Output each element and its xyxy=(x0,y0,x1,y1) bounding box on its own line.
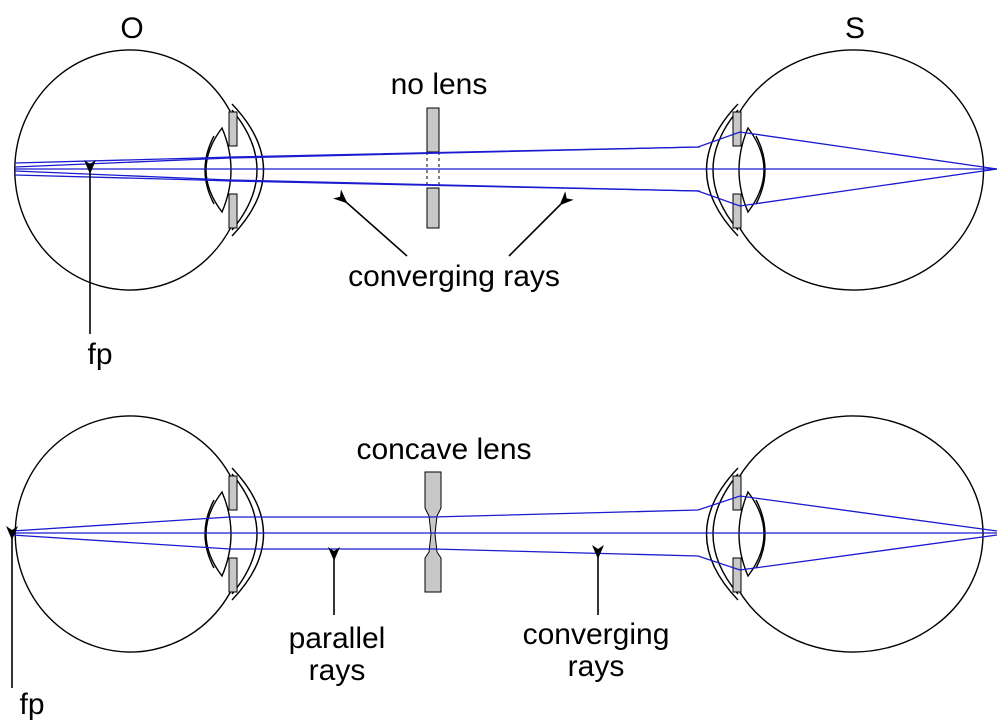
bottom-panel: concave lens parallel rays converging ra… xyxy=(6,415,997,721)
no-lens-plate-lower xyxy=(426,187,440,229)
iris-lower xyxy=(732,557,742,593)
ray-upper xyxy=(11,495,997,532)
cornea-inner xyxy=(712,109,739,231)
ray-lower-b xyxy=(14,174,701,192)
crystalline-lens xyxy=(738,126,765,214)
converging-rays-label: converging rays xyxy=(348,260,560,293)
subject-eye-bottom xyxy=(705,415,984,653)
lens-inner-curve xyxy=(755,499,766,569)
crystalline-lens xyxy=(205,126,232,214)
iris-lower xyxy=(228,557,238,593)
iris-upper xyxy=(228,111,238,147)
cornea-inner xyxy=(712,473,739,595)
crystalline-lens xyxy=(205,490,232,578)
iris-upper xyxy=(732,475,742,511)
eyeball-outline xyxy=(14,415,233,653)
cornea-inner xyxy=(231,109,258,231)
iris-lower xyxy=(732,193,742,229)
iris-upper xyxy=(732,111,742,147)
focal-point-label-top: fp xyxy=(87,338,112,371)
subject-label: S xyxy=(845,12,865,45)
cornea-outer xyxy=(705,467,739,601)
lens-inner-curve xyxy=(204,499,215,569)
ray-upper-b xyxy=(14,146,701,164)
concave-lens-label: concave lens xyxy=(356,433,531,466)
iris-lower xyxy=(228,193,238,229)
ray-lower xyxy=(11,534,997,571)
eyeball-outline xyxy=(737,415,984,653)
focal-point-label-bottom: fp xyxy=(19,688,44,721)
cornea-outer xyxy=(705,103,739,237)
observer-eye-top xyxy=(14,49,265,291)
converging-label-line1: converging xyxy=(523,618,670,651)
parallel-label-line2: rays xyxy=(309,654,366,687)
arrow-converging-right xyxy=(508,191,574,257)
no-lens-plate-upper xyxy=(426,107,440,153)
lens-inner-curve xyxy=(755,135,766,205)
no-lens-aperture xyxy=(426,107,440,229)
parallel-label-line1: parallel xyxy=(289,622,386,655)
concave-lens xyxy=(424,471,442,593)
lens-inner-curve xyxy=(204,135,215,205)
no-lens-label: no lens xyxy=(391,68,488,101)
top-panel: O S no lens converging rays fp xyxy=(14,12,997,371)
eyeball-outline xyxy=(737,49,985,291)
converging-label-line2: rays xyxy=(568,650,625,683)
crystalline-lens xyxy=(738,490,765,578)
observer-label: O xyxy=(120,12,143,45)
rays-bottom xyxy=(11,495,997,571)
observer-eye-bottom xyxy=(14,415,265,653)
eyeball-outline xyxy=(14,49,233,291)
rays-top xyxy=(14,131,997,207)
cornea-outer xyxy=(231,467,265,601)
iris-upper xyxy=(228,475,238,511)
subject-eye-top xyxy=(705,49,985,291)
cornea-outer xyxy=(231,103,265,237)
arrow-converging-left xyxy=(333,189,408,257)
cornea-inner xyxy=(231,473,258,595)
